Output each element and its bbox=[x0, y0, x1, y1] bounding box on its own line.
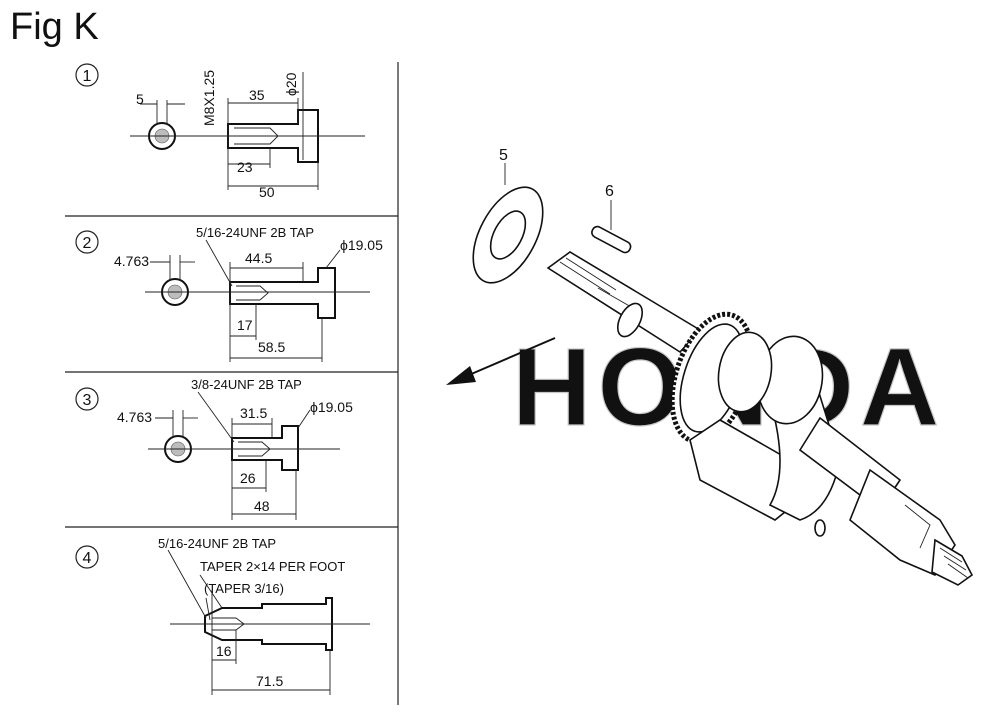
dim-thread-depth: 31.5 bbox=[240, 405, 267, 421]
key-part: 6 bbox=[591, 183, 632, 254]
shaft-side-view bbox=[231, 425, 299, 471]
dim-overall-length: 48 bbox=[254, 498, 270, 514]
thread-spec: 3/8-24UNF 2B TAP bbox=[191, 377, 302, 392]
shaft-side-view bbox=[204, 597, 333, 651]
taper-note: (TAPER 3/16) bbox=[204, 581, 284, 596]
panel-frame bbox=[65, 62, 399, 705]
shaft-variant-3: 3 4.763 3/8-24UNF 2B TAP 31.5 26 48 ϕ19.… bbox=[75, 377, 353, 520]
shaft-side-view bbox=[229, 267, 336, 319]
variant-index-badge bbox=[75, 230, 99, 254]
thread-spec: M8X1.25 bbox=[201, 70, 217, 126]
shaft-variant-1: 1 5 35 23 50 M8X1.25 ϕ20 bbox=[75, 63, 365, 200]
taper-spec: TAPER 2×14 PER FOOT bbox=[200, 559, 345, 574]
washer-part: 5 bbox=[472, 147, 544, 284]
dim-overall-length: 71.5 bbox=[256, 673, 283, 689]
figure-title: Fig K bbox=[10, 6, 99, 48]
direction-arrow bbox=[446, 337, 556, 385]
crankshaft-assembly bbox=[546, 251, 974, 586]
shaft-diameter: ϕ20 bbox=[283, 72, 299, 96]
shaft-variant-2: 2 4.763 5/16-24UNF 2B TAP 44.5 17 58.5 ϕ… bbox=[75, 225, 383, 362]
variant-index: 4 bbox=[83, 550, 92, 567]
dim-key-width: 4.763 bbox=[114, 253, 149, 269]
variant-index-badge bbox=[75, 545, 99, 569]
shaft-diameter: ϕ19.05 bbox=[310, 399, 353, 415]
thread-spec: 5/16-24UNF 2B TAP bbox=[158, 536, 276, 551]
dim-tap-depth: 23 bbox=[237, 159, 253, 175]
variant-index: 3 bbox=[83, 392, 92, 409]
shaft-diameter: ϕ19.05 bbox=[340, 237, 383, 253]
washer-callout: 5 bbox=[499, 147, 508, 164]
dim-tap-depth: 17 bbox=[237, 317, 253, 333]
dim-overall-length: 58.5 bbox=[258, 339, 285, 355]
variant-index-badge bbox=[75, 63, 99, 87]
dim-key-width: 4.763 bbox=[117, 409, 152, 425]
key-callout: 6 bbox=[605, 183, 614, 200]
dim-thread-depth: 35 bbox=[249, 87, 265, 103]
dim-tap-depth: 26 bbox=[240, 470, 256, 486]
variant-index: 2 bbox=[83, 235, 92, 252]
dim-tap-depth: 16 bbox=[216, 643, 232, 659]
thread-spec: 5/16-24UNF 2B TAP bbox=[196, 225, 314, 240]
dim-overall-length: 50 bbox=[259, 184, 275, 200]
variant-index-badge bbox=[75, 387, 99, 411]
shaft-variant-4: 4 5/16-24UNF 2B TAP TAPER 2×14 PER FOOT … bbox=[75, 536, 370, 695]
variant-index: 1 bbox=[83, 68, 92, 85]
dim-thread-depth: 44.5 bbox=[245, 250, 272, 266]
dim-key-width: 5 bbox=[136, 91, 144, 107]
